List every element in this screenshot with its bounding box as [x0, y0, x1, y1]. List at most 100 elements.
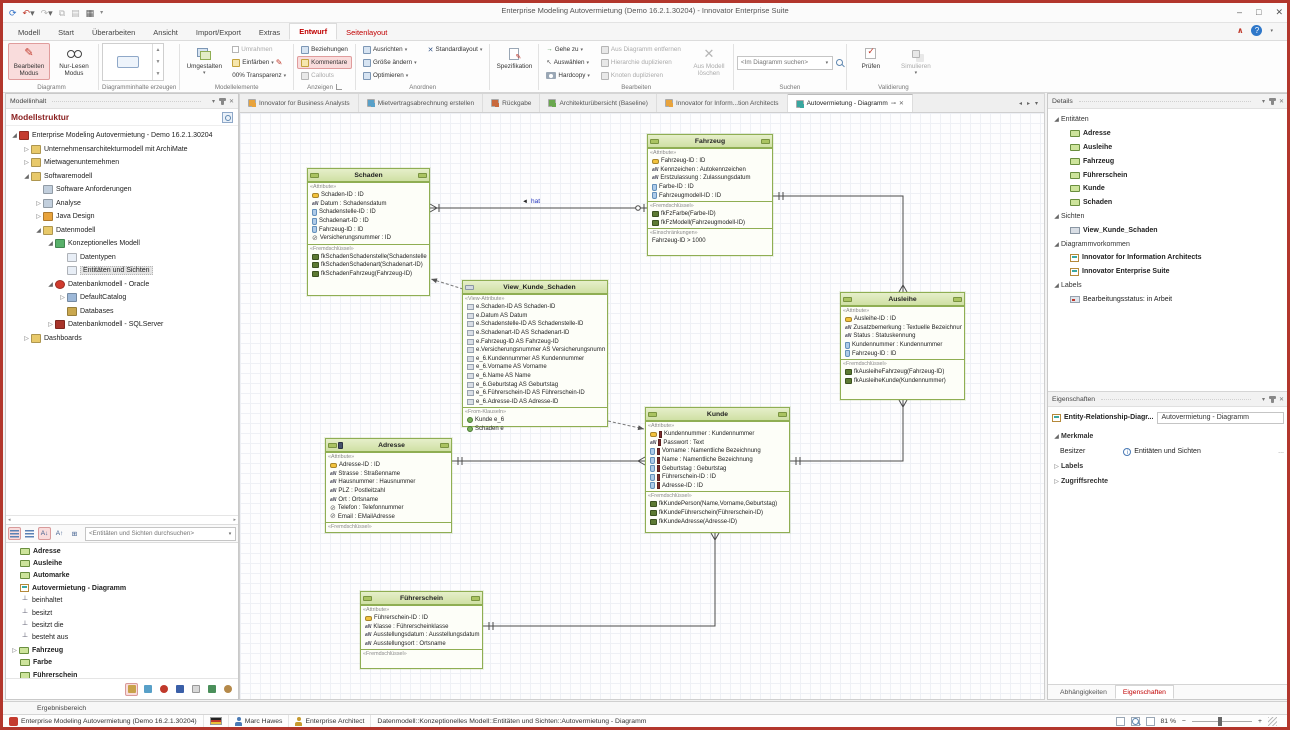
- knoten-duplizieren-button[interactable]: Knoten duplizieren: [597, 69, 685, 82]
- expander-icon[interactable]: ◢: [1054, 241, 1059, 248]
- tree-item[interactable]: ◢Enterprise Modeling Autovermietung - De…: [6, 129, 238, 143]
- tree-item[interactable]: Datentypen: [6, 251, 238, 265]
- entity-header[interactable]: Adresse: [326, 439, 451, 452]
- list-item[interactable]: ▷Fahrzeug: [6, 644, 238, 656]
- expander-icon[interactable]: ◢: [48, 241, 53, 248]
- expander-icon[interactable]: ◢: [36, 227, 41, 234]
- pruefen-button[interactable]: Prüfen: [850, 43, 892, 73]
- tab-scroll-right-icon[interactable]: ▸: [1026, 100, 1030, 107]
- entity-attribute[interactable]: Führerschein-ID : ID: [648, 473, 787, 482]
- tree-item[interactable]: ◢Konzeptionelles Modell: [6, 237, 238, 251]
- ribbon-tab-import-export[interactable]: Import/Export: [195, 28, 241, 37]
- gallery-scroll[interactable]: ▲▼▼: [152, 44, 163, 80]
- tree-view-toggle-icon[interactable]: [8, 527, 21, 540]
- expander-icon[interactable]: ▷: [1054, 479, 1059, 485]
- entity-box-Führerschein[interactable]: Führerschein«Attribute»Führerschein-ID :…: [360, 591, 483, 669]
- ribbon-tab-modell[interactable]: Modell: [18, 28, 41, 37]
- pin-icon[interactable]: [1268, 97, 1276, 105]
- details-item[interactable]: View_Kunde_Schaden: [1048, 223, 1287, 237]
- zoom-page-icon[interactable]: [1130, 716, 1140, 726]
- details-item[interactable]: Adresse: [1048, 127, 1287, 141]
- edit-mode-button[interactable]: ✎ Bearbeiten Modus: [8, 43, 50, 80]
- entity-header[interactable]: View_Kunde_Schaden: [463, 281, 607, 294]
- details-item[interactable]: Innovator for Information Architects: [1048, 251, 1287, 265]
- paste-button[interactable]: ▤: [71, 8, 80, 18]
- details-section[interactable]: ◢Labels: [1048, 279, 1287, 293]
- tree-item[interactable]: ▷Unternehmensarchitekturmodell mit Archi…: [6, 143, 238, 157]
- auswaehlen-button[interactable]: ↖Auswählen▾: [546, 59, 590, 66]
- groesse-aendern-button[interactable]: Größe ändern▾: [359, 56, 421, 69]
- tree-item[interactable]: ▷Java Design: [6, 210, 238, 224]
- pin-icon[interactable]: ⊸: [890, 101, 896, 107]
- entity-attribute[interactable]: fkSchadenFahrzeug(Fahrzeug-ID): [310, 270, 427, 279]
- list-item[interactable]: ┴besteht aus: [6, 632, 238, 644]
- aus-diagramm-entfernen-button[interactable]: Aus Diagramm entfernen: [597, 43, 685, 56]
- search-icon[interactable]: [835, 59, 843, 66]
- details-section[interactable]: ◢Sichten: [1048, 210, 1287, 224]
- zoom-out-button[interactable]: −: [1182, 717, 1187, 725]
- close-button[interactable]: ✕: [1275, 6, 1283, 17]
- entity-attribute[interactable]: Schaden-ID : ID: [310, 191, 427, 200]
- entity-attribute[interactable]: ⊘Email : EMailAdresse: [328, 513, 449, 522]
- close-icon[interactable]: ✕: [228, 98, 234, 105]
- entity-header[interactable]: Führerschein: [361, 592, 482, 605]
- expander-icon[interactable]: ▷: [24, 335, 29, 342]
- details-item[interactable]: Kunde: [1048, 182, 1287, 196]
- merkmale-group-label[interactable]: Merkmale: [1061, 433, 1094, 440]
- content-gallery[interactable]: ▲▼▼: [102, 43, 164, 81]
- list-item[interactable]: Farbe: [6, 657, 238, 669]
- besitzer-value[interactable]: Entitäten und Sichten: [1134, 448, 1201, 455]
- fit-diagram-icon[interactable]: [1145, 716, 1155, 726]
- entity-attribute[interactable]: Name : Namentliche Bezeichnung: [648, 456, 787, 465]
- details-item[interactable]: Fahrzeug: [1048, 154, 1287, 168]
- expander-icon[interactable]: ◢: [12, 133, 17, 140]
- callouts-button[interactable]: Callouts: [297, 69, 352, 82]
- tree-item[interactable]: ◢Datenmodell: [6, 224, 238, 238]
- entity-attribute[interactable]: Vorname : Namentliche Bezeichnung: [648, 447, 787, 456]
- customize-quick-access-button[interactable]: ▾: [100, 10, 104, 16]
- expander-icon[interactable]: ◢: [48, 281, 53, 288]
- expander-icon[interactable]: ◢: [1054, 213, 1059, 220]
- connector-view-use-kunde[interactable]: [607, 420, 645, 430]
- list-item[interactable]: Adresse: [6, 545, 238, 557]
- tree-item[interactable]: ▷Analyse: [6, 197, 238, 211]
- filter-labels-icon[interactable]: [189, 683, 202, 696]
- expander-icon[interactable]: ◢: [1054, 282, 1059, 289]
- entity-attribute[interactable]: e_6.Kundennummer AS Kundennummer: [465, 355, 605, 364]
- ribbon-tab-start[interactable]: Start: [58, 28, 74, 37]
- expander-icon[interactable]: ▷: [24, 160, 29, 167]
- tree-item[interactable]: ◢Datenbankmodell - Oracle: [6, 278, 238, 292]
- doc-tab[interactable]: Mietvertragsabrechnung erstellen: [359, 94, 484, 112]
- list-item[interactable]: Automarke: [6, 570, 238, 582]
- expander-icon[interactable]: ▷: [12, 647, 17, 654]
- zoom-in-button[interactable]: +: [1258, 717, 1262, 725]
- expander-icon[interactable]: ▷: [24, 146, 29, 153]
- filter-views-icon[interactable]: [157, 683, 170, 696]
- details-section[interactable]: ◢Entitäten: [1048, 113, 1287, 127]
- details-item[interactable]: Schaden: [1048, 196, 1287, 210]
- dialog-launcher-icon[interactable]: [335, 84, 342, 90]
- expander-icon[interactable]: ▷: [1054, 464, 1059, 470]
- entity-header[interactable]: Ausleihe: [841, 293, 964, 306]
- result-area-bar[interactable]: Ergebnisbereich: [3, 701, 1287, 714]
- zoom-slider-thumb[interactable]: [1218, 716, 1223, 726]
- language-flag-icon[interactable]: [209, 717, 222, 725]
- entity-header[interactable]: Schaden: [308, 169, 429, 182]
- doc-tab[interactable]: Innovator for Business Analysts: [240, 94, 359, 112]
- maximize-button[interactable]: □: [1256, 7, 1262, 17]
- layout-mode-icon[interactable]: [1115, 716, 1125, 726]
- entity-attribute[interactable]: Kundennummer : Kundennummer: [648, 430, 787, 439]
- doc-tab[interactable]: Rückgabe: [483, 94, 541, 112]
- tab-eigenschaften[interactable]: Eigenschaften: [1114, 685, 1174, 699]
- entity-attribute[interactable]: e_6.Führerschein-ID AS Führerschein-ID: [465, 389, 605, 398]
- connector-kunde-fuehrerschein[interactable]: [483, 533, 716, 627]
- expander-icon[interactable]: ▷: [36, 214, 41, 221]
- entity-header[interactable]: Fahrzeug: [648, 135, 772, 148]
- entity-attribute[interactable]: fkSchadenSchadenstelle(Schadenstelle-ID): [310, 253, 427, 262]
- entity-attribute[interactable]: Fahrzeug-ID : ID: [650, 157, 770, 166]
